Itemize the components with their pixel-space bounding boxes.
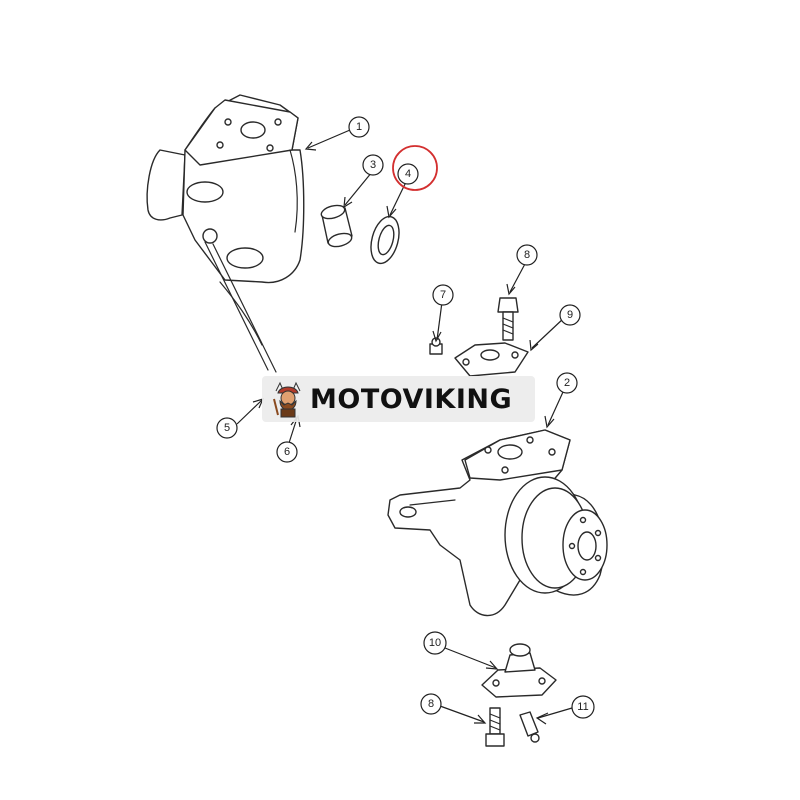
svg-text:1: 1	[356, 121, 362, 133]
part-9-plate	[454, 342, 529, 377]
callout-10: 10	[423, 631, 447, 655]
svg-text:4: 4	[405, 168, 411, 180]
svg-text:8: 8	[428, 698, 434, 710]
leader-lines	[236, 129, 573, 725]
callout-8-upper: 8	[516, 244, 538, 266]
part-3-bushing	[320, 204, 353, 248]
part-8-bolt-upper	[497, 297, 519, 341]
callout-7: 7	[432, 284, 454, 306]
callout-4-highlight-ring	[392, 145, 438, 191]
callout-3: 3	[362, 154, 384, 176]
callout-2: 2	[556, 372, 578, 394]
svg-text:8: 8	[524, 249, 530, 261]
watermark-text: MOTOVIKING	[310, 383, 513, 415]
callout-5: 5	[216, 417, 238, 439]
svg-text:7: 7	[440, 289, 446, 301]
callout-8-lower: 8	[420, 693, 442, 715]
callout-11: 11	[571, 695, 595, 719]
callout-4: 4	[397, 163, 419, 185]
part-2-steering-knuckle	[387, 429, 608, 617]
part-8-bolt-lower	[485, 707, 505, 747]
callout-6: 6	[276, 441, 298, 463]
svg-text:2: 2	[564, 377, 570, 389]
viking-mascot-icon	[273, 381, 301, 418]
part-1-knuckle-housing	[146, 94, 305, 373]
svg-text:6: 6	[284, 446, 290, 458]
motoviking-watermark: MOTOVIKING	[262, 376, 535, 422]
svg-text:5: 5	[224, 422, 230, 434]
callout-1: 1	[348, 116, 370, 138]
svg-text:11: 11	[577, 701, 588, 713]
svg-text:3: 3	[370, 159, 376, 171]
callout-9: 9	[559, 304, 581, 326]
part-4-seal	[370, 215, 400, 265]
part-10-ball-joint	[481, 643, 557, 698]
part-11-grease-fitting	[519, 711, 540, 743]
svg-text:10: 10	[429, 637, 441, 649]
svg-text:9: 9	[567, 309, 573, 321]
